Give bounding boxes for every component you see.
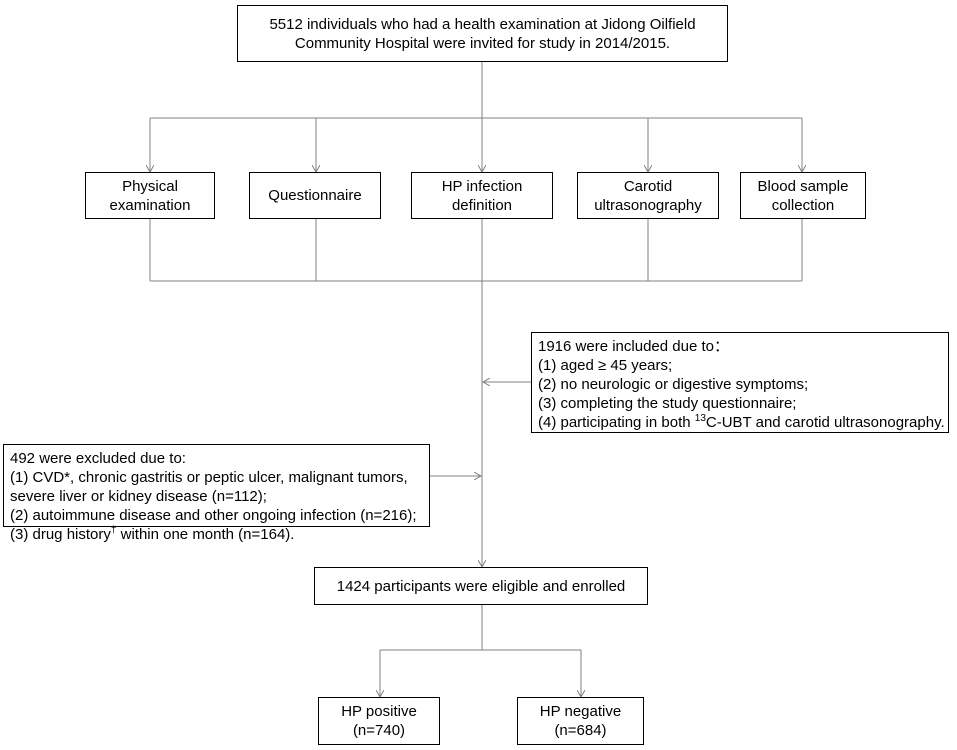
exclusion-item1-suffix: , chronic gastritis or peptic ulcer, mal…	[70, 469, 408, 486]
invited-line-1: 5512 individuals who had a health examin…	[269, 15, 696, 33]
component-label-line2: examination	[109, 196, 191, 214]
component-label-line2: definition	[451, 196, 513, 214]
component-label-line1: Physical	[122, 177, 178, 195]
outcome-count: (n=684)	[554, 722, 607, 739]
invited-population-box: 5512 individuals who had a health examin…	[237, 5, 728, 62]
drug-footnote-mark: †	[110, 525, 117, 536]
hp-infection-definition-box: HP infection definition	[411, 172, 553, 219]
component-label-line1: Blood sample	[757, 177, 849, 195]
inclusion-item-4: (4) participating in both 13C-UBT and ca…	[538, 413, 945, 432]
questionnaire-box: Questionnaire	[249, 172, 381, 219]
inclusion-item4-prefix: (4) participating in both	[538, 414, 695, 431]
exclusion-item1-prefix: (1) CVD	[10, 469, 65, 486]
outcome-label: HP negative	[539, 703, 622, 720]
enrolled-label: 1424 participants were eligible and enro…	[336, 577, 626, 595]
inclusion-item: (2) no neurologic or digestive symptoms;	[538, 376, 809, 393]
physical-examination-box: Physical examination	[85, 172, 215, 219]
hp-negative-box: HP negative (n=684)	[517, 697, 644, 745]
inclusion-item: (1) aged ≥ 45 years;	[538, 357, 673, 374]
invited-line-2: Community Hospital were invited for stud…	[294, 34, 671, 52]
inclusion-item: (3) completing the study questionnaire;	[538, 395, 797, 412]
component-label-line1: Questionnaire	[268, 187, 362, 204]
exclusion-item3-prefix: (3) drug history	[10, 526, 111, 543]
hp-positive-box: HP positive (n=740)	[318, 697, 440, 745]
blood-sample-collection-box: Blood sample collection	[740, 172, 866, 219]
component-label-line1: HP infection	[441, 177, 523, 195]
exclusion-item-1-cont: severe liver or kidney disease (n=112);	[10, 488, 267, 505]
outcome-label: HP positive	[341, 703, 417, 720]
cvd-footnote-mark: *	[64, 469, 71, 486]
outcome-count: (n=740)	[352, 722, 406, 739]
inclusion-criteria-box: 1916 were included due to： (1) aged ≥ 45…	[531, 332, 949, 433]
inclusion-heading: 1916 were included due to：	[538, 338, 729, 355]
component-label-line2: ultrasonography	[594, 196, 702, 214]
enrolled-participants-box: 1424 participants were eligible and enro…	[314, 567, 648, 605]
component-label-line2: collection	[771, 196, 835, 214]
exclusion-criteria-box: 492 were excluded due to: (1) CVD*, chro…	[3, 444, 430, 543]
exclusion-heading: 492 were excluded due to:	[10, 450, 186, 467]
inclusion-item4-suffix: C-UBT and carotid ultrasonography.	[705, 414, 945, 431]
exclusion-item3-suffix: within one month (n=164).	[116, 526, 295, 543]
component-label-line1: Carotid	[623, 177, 673, 195]
carotid-ultrasonography-box: Carotid ultrasonography	[577, 172, 719, 219]
isotope-superscript: 13	[694, 413, 706, 424]
exclusion-item-1: (1) CVD*, chronic gastritis or peptic ul…	[10, 468, 423, 487]
exclusion-item-3: (3) drug history† within one month (n=16…	[10, 525, 423, 544]
exclusion-item-2: (2) autoimmune disease and other ongoing…	[10, 507, 417, 524]
